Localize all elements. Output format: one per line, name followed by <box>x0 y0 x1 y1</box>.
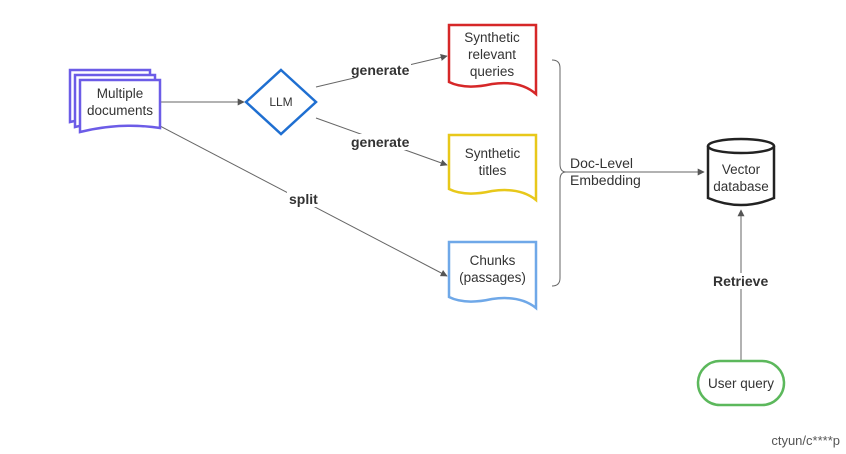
edge-label-generate-titles: generate <box>349 134 412 150</box>
chunks-document-shape <box>447 240 538 311</box>
llm-diamond <box>244 68 318 136</box>
watermark: ctyun/c****p <box>771 433 840 448</box>
titles-document-shape <box>447 133 538 203</box>
edge-label-retrieve: Retrieve <box>711 273 771 289</box>
queries-document-shape <box>447 23 538 97</box>
curly-brace <box>551 59 567 287</box>
documents-icon <box>68 68 162 134</box>
brace-label-line2: Embedding <box>570 172 641 188</box>
edge-label-split: split <box>287 191 320 207</box>
edge-label-generate-queries: generate <box>349 62 412 78</box>
brace-label-line1: Doc-Level <box>570 155 634 171</box>
database-icon <box>706 137 776 207</box>
user-query-pill <box>696 359 786 407</box>
